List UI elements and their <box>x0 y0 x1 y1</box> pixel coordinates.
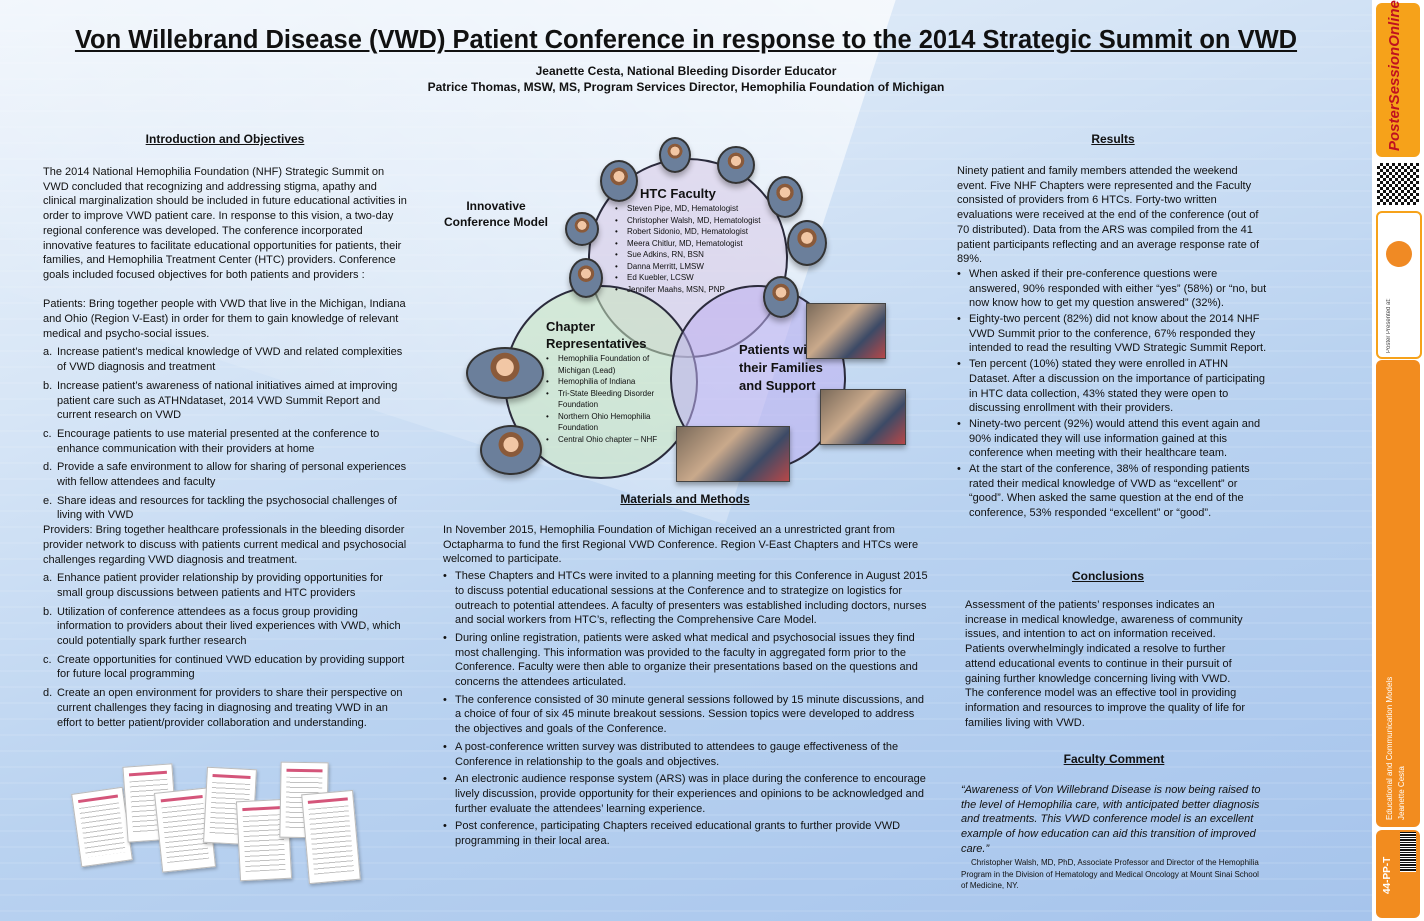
methods-intro: In November 2015, Hemophilia Foundation … <box>443 524 919 566</box>
list-item: Robert Sidonio, MD, Hematologist <box>615 226 785 238</box>
list-item: Tri-State Bleeding Disorder Foundation <box>546 388 666 411</box>
list-item: Ninety-two percent (92%) would attend th… <box>957 417 1269 461</box>
poster-code: 44-PP-T <box>1382 856 1393 894</box>
presented-at-label: Poster Presented at: <box>1386 298 1392 353</box>
list-item: Ten percent (10%) stated they were enrol… <box>957 357 1269 416</box>
sidebar-code-panel: 44-PP-T <box>1376 830 1420 918</box>
list-item: An electronic audience response system (… <box>443 772 929 816</box>
list-item: During online registration, patients wer… <box>443 631 929 690</box>
chapter-photo <box>466 347 544 399</box>
poster-title: Von Willebrand Disease (VWD) Patient Con… <box>74 26 1298 54</box>
qr-code-icon[interactable] <box>1377 163 1419 205</box>
list-item: Danna Merritt, LMSW <box>615 261 785 273</box>
htc-faculty-list: Steven Pipe, MD, Hematologist Christophe… <box>615 203 785 295</box>
faculty-quote: “Awareness of Von Willebrand Disease is … <box>961 784 1261 855</box>
patients-title: Patients with their Families and Support <box>739 342 823 393</box>
patient-goals: a.Increase patient’s medical knowledge o… <box>43 345 407 523</box>
list-item: A post-conference written survey was dis… <box>443 740 929 769</box>
intro-section: The 2014 National Hemophilia Foundation … <box>43 165 407 730</box>
faculty-photo <box>787 220 827 266</box>
faculty-photo <box>569 258 603 298</box>
results-heading: Results <box>1091 132 1135 146</box>
providers-intro: Providers: Bring together healthcare pro… <box>43 524 407 566</box>
methods-section: In November 2015, Hemophilia Foundation … <box>443 523 929 852</box>
faculty-photo <box>659 137 691 173</box>
list-item: Jennifer Maahs, MSN, PNP <box>615 284 785 296</box>
list-item: The conference consisted of 30 minute ge… <box>443 693 929 737</box>
list-item: b.Increase patient’s awareness of nation… <box>43 379 398 422</box>
patients-photo <box>806 303 886 359</box>
list-item: d.Provide a safe environment to allow fo… <box>43 461 407 489</box>
conclusions-heading: Conclusions <box>1071 569 1144 583</box>
list-item: Sue Adkins, RN, BSN <box>615 249 785 261</box>
sidebar-category: Educational and Communication Models Jea… <box>1384 660 1408 820</box>
list-item: Christopher Walsh, MD, Hematologist <box>615 215 785 227</box>
intro-heading: Introduction and Objectives <box>145 132 305 146</box>
list-item: Post conference, participating Chapters … <box>443 819 929 848</box>
list-item: a.Increase patient’s medical knowledge o… <box>43 346 403 374</box>
sidebar-category-panel: Educational and Communication Models Jea… <box>1376 360 1420 827</box>
methods-list: These Chapters and HTCs were invited to … <box>443 569 929 849</box>
faculty-comment-heading: Faculty Comment <box>1063 752 1165 766</box>
barcode-icon <box>1400 832 1416 872</box>
faculty-photo <box>600 160 638 202</box>
handout-image <box>301 789 361 885</box>
intro-paragraph: The 2014 National Hemophilia Foundation … <box>43 166 407 281</box>
list-item: e.Share ideas and resources for tackling… <box>43 494 397 522</box>
list-item: c.Create opportunities for continued VWD… <box>43 653 405 681</box>
list-item: Hemophilia of Indiana <box>546 376 666 388</box>
conclusions-text: Assessment of the patients’ responses in… <box>965 599 1246 729</box>
list-item: Northern Ohio Hemophilia Foundation <box>546 411 666 434</box>
chapter-list: Hemophilia Foundation of Michigan (Lead)… <box>546 353 666 445</box>
chapter-title: Chapter Representatives <box>546 319 647 351</box>
list-item: d.Create an open environment for provide… <box>43 687 403 729</box>
author-2: Patrice Thomas, MSW, MS, Program Service… <box>427 80 945 94</box>
list-item: Hemophilia Foundation of Michigan (Lead) <box>546 353 666 376</box>
list-item: c.Encourage patients to use material pre… <box>43 427 380 455</box>
faculty-photo <box>763 276 799 318</box>
list-item: At the start of the conference, 38% of r… <box>957 462 1269 521</box>
chapter-photo <box>480 425 542 475</box>
patients-intro: Patients: Bring together people with VWD… <box>43 298 406 340</box>
htc-faculty-title: HTC Faculty <box>640 186 716 201</box>
list-item: Eighty-two percent (82%) did not know ab… <box>957 312 1269 356</box>
patients-photo <box>820 389 906 445</box>
presented-at-panel: Poster Presented at: <box>1376 211 1422 359</box>
handout-image <box>71 786 133 868</box>
category-label: Educational and Communication Models <box>1385 676 1394 820</box>
list-item: When asked if their pre-conference quest… <box>957 267 1269 311</box>
faculty-photo <box>767 176 803 218</box>
authors: Jeanette Cesta, National Bleeding Disord… <box>0 63 1372 95</box>
list-item: b.Utilization of conference attendees as… <box>43 605 401 648</box>
poster: Von Willebrand Disease (VWD) Patient Con… <box>0 0 1372 921</box>
results-list: When asked if their pre-conference quest… <box>957 267 1269 521</box>
author-1: Jeanette Cesta, National Bleeding Disord… <box>535 64 837 78</box>
results-intro: Ninety patient and family members attend… <box>957 165 1260 266</box>
sidebar-logo-panel: PosterSessionOnline <box>1376 0 1420 157</box>
methods-heading: Materials and Methods <box>620 492 750 506</box>
postersessiononline-logo[interactable]: PosterSessionOnline <box>1386 0 1403 151</box>
list-item: Meera Chitlur, MD, Hematologist <box>615 238 785 250</box>
poster-sidebar: PosterSessionOnline Poster Presented at:… <box>1372 0 1424 921</box>
provider-goals: a.Enhance patient provider relationship … <box>43 571 407 730</box>
list-item: Steven Pipe, MD, Hematologist <box>615 203 785 215</box>
session-photo <box>676 426 790 482</box>
list-item: Ed Kuebler, LCSW <box>615 272 785 284</box>
faculty-photo <box>565 212 599 246</box>
results-section: Ninety patient and family members attend… <box>957 164 1269 522</box>
faculty-photo <box>717 146 755 184</box>
list-item: Central Ohio chapter – NHF <box>546 434 666 446</box>
list-item: a.Enhance patient provider relationship … <box>43 572 383 599</box>
model-label: Innovative Conference Model <box>443 199 548 229</box>
faculty-attribution: Christopher Walsh, MD, PhD, Associate Pr… <box>961 858 1259 890</box>
list-item: These Chapters and HTCs were invited to … <box>443 569 929 628</box>
conference-logo-icon <box>1386 241 1412 267</box>
sidebar-author: Jeanette Cesta <box>1397 766 1406 820</box>
